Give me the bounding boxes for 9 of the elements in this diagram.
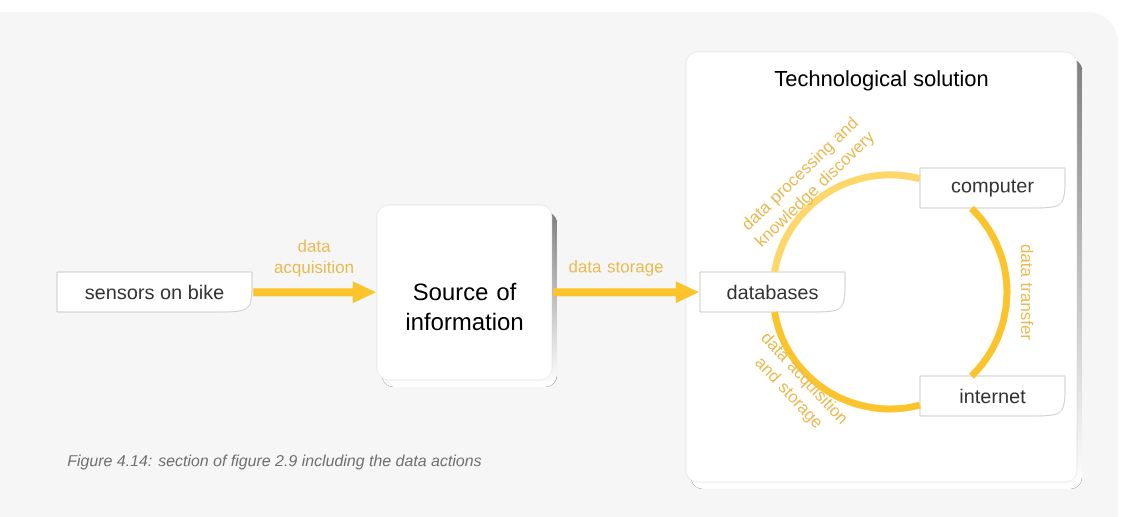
- source-box: Source of information: [376, 204, 557, 387]
- caption: Figure 4.14: section of figure 2.9 including the data actions: [67, 454, 482, 470]
- edge-label: data acquisition: [274, 239, 353, 277]
- label-tab: internet: [919, 375, 1066, 417]
- edge-label: data transfer: [1020, 244, 1034, 340]
- label-tab: computer: [919, 167, 1066, 209]
- label-tab: databases: [699, 271, 846, 313]
- label-tab: sensors on bike: [56, 271, 253, 313]
- edge-label: data storage: [569, 260, 663, 276]
